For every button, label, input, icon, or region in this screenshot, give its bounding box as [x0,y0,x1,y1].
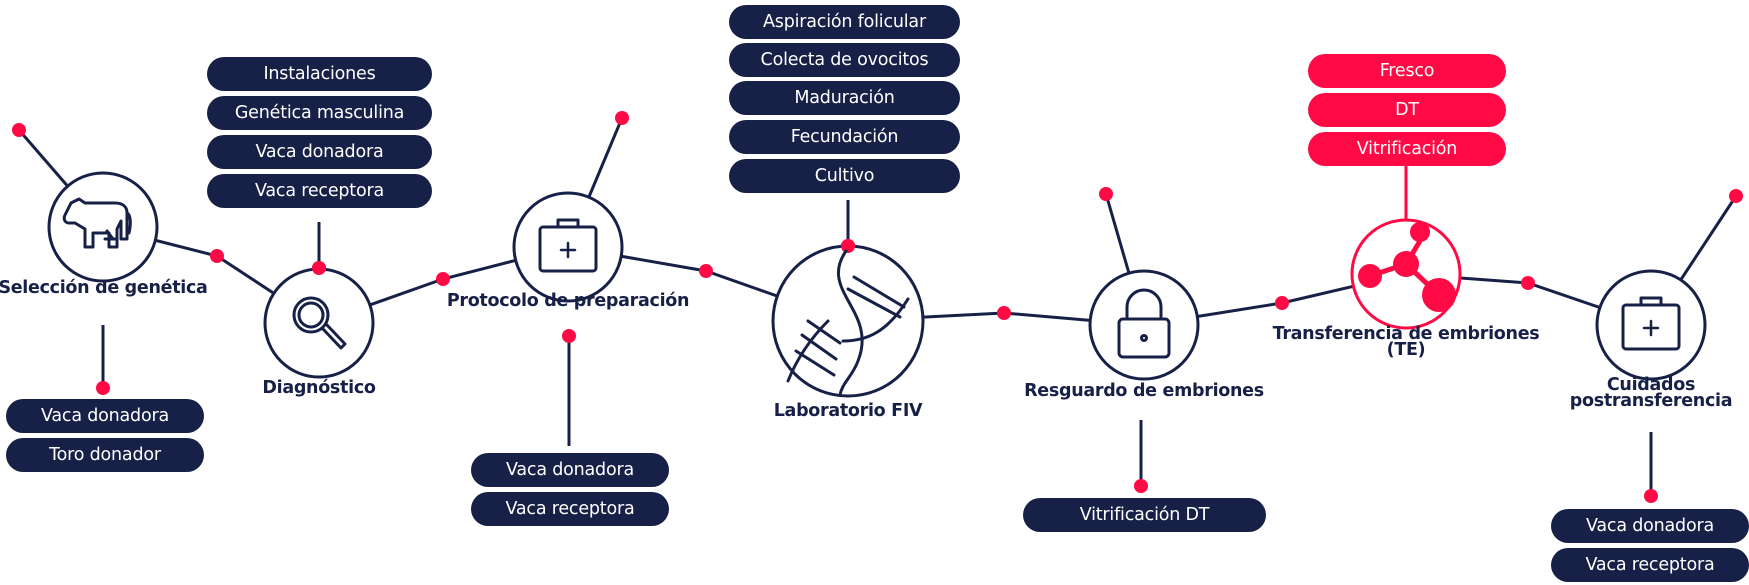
molecule-icon [1358,222,1456,312]
node-circle [47,171,159,283]
connector-dot [997,306,1011,320]
label-line: postransferencia [1569,391,1733,411]
branch-end-dot [12,123,26,137]
cow-icon [62,197,132,249]
tag-connector-dot [312,261,326,275]
tag-pill: Vitrificación DT [1023,498,1266,532]
tag-pill: Colecta de ovocitos [729,43,960,77]
node-label-seleccion-genetica: Selección de genética [0,278,208,298]
label-line: Cuidados [1606,375,1696,395]
label-line: Protocolo de preparación [446,291,690,311]
medical-kit-icon [538,218,598,273]
tag-pill-highlight: DT [1308,93,1506,127]
connector-dot [436,272,450,286]
node-label-transferencia-embriones: Transferencia de embriones(TE) [1272,324,1540,360]
tag-connector-dot [1134,479,1148,493]
branch-end-dot [1099,187,1113,201]
tag-pill-highlight: Fresco [1308,54,1506,88]
tag-pill: Fecundación [729,120,960,154]
node-label-diagnostico: Diagnóstico [262,378,376,398]
label-line: Diagnóstico [262,378,376,398]
node-label-resguardo-embriones: Resguardo de embriones [1024,381,1264,401]
node-label-protocolo-preparacion: Protocolo de preparación [446,291,690,311]
dna-rung [800,333,838,361]
tag-pill: Vaca donadora [6,399,204,433]
tag-connector-dot [96,381,110,395]
branch-end-dot [615,111,629,125]
connector-dot [210,249,224,263]
tag-pill: Toro donador [6,438,204,472]
dna-rung [852,275,906,309]
tag-pill: Vaca donadora [471,453,669,487]
tag-connector-dot [1644,489,1658,503]
node-circle [771,244,925,398]
connector-dot [1275,296,1289,310]
branch-end-dot [1729,189,1743,203]
connector-dot [1521,276,1535,290]
lock-icon [1117,288,1171,359]
tag-pill: Vaca donadora [207,135,432,169]
dna-rung [846,287,902,319]
tag-pill: Vaca receptora [207,174,432,208]
node-label-laboratorio-fiv: Laboratorio FIV [773,401,923,421]
tag-pill: Maduración [729,81,960,115]
node-circle [1088,269,1200,381]
label-line: (TE) [1386,340,1426,360]
dna-rung [806,319,842,345]
label-line: Selección de genética [0,278,208,298]
tag-pill: Cultivo [729,159,960,193]
tag-pill-highlight: Vitrificación [1308,132,1506,166]
dna-rung [794,349,836,377]
label-line: Laboratorio FIV [773,401,923,421]
tag-pill: Vaca receptora [471,492,669,526]
label-line: Transferencia de embriones [1272,324,1540,344]
connector-dot [699,264,713,278]
magnifier-icon [292,296,347,350]
tag-connector-dot [841,239,855,253]
label-line: Resguardo de embriones [1024,381,1264,401]
tag-pill: Genética masculina [207,96,432,130]
dna-icon [786,249,910,397]
medical-kit-icon [1621,296,1681,351]
tag-pill: Aspiración folicular [729,5,960,39]
tag-connector-dot [562,329,576,343]
tag-pill: Vaca receptora [1551,548,1749,582]
tag-pill: Vaca donadora [1551,509,1749,543]
tag-pill: Instalaciones [207,57,432,91]
